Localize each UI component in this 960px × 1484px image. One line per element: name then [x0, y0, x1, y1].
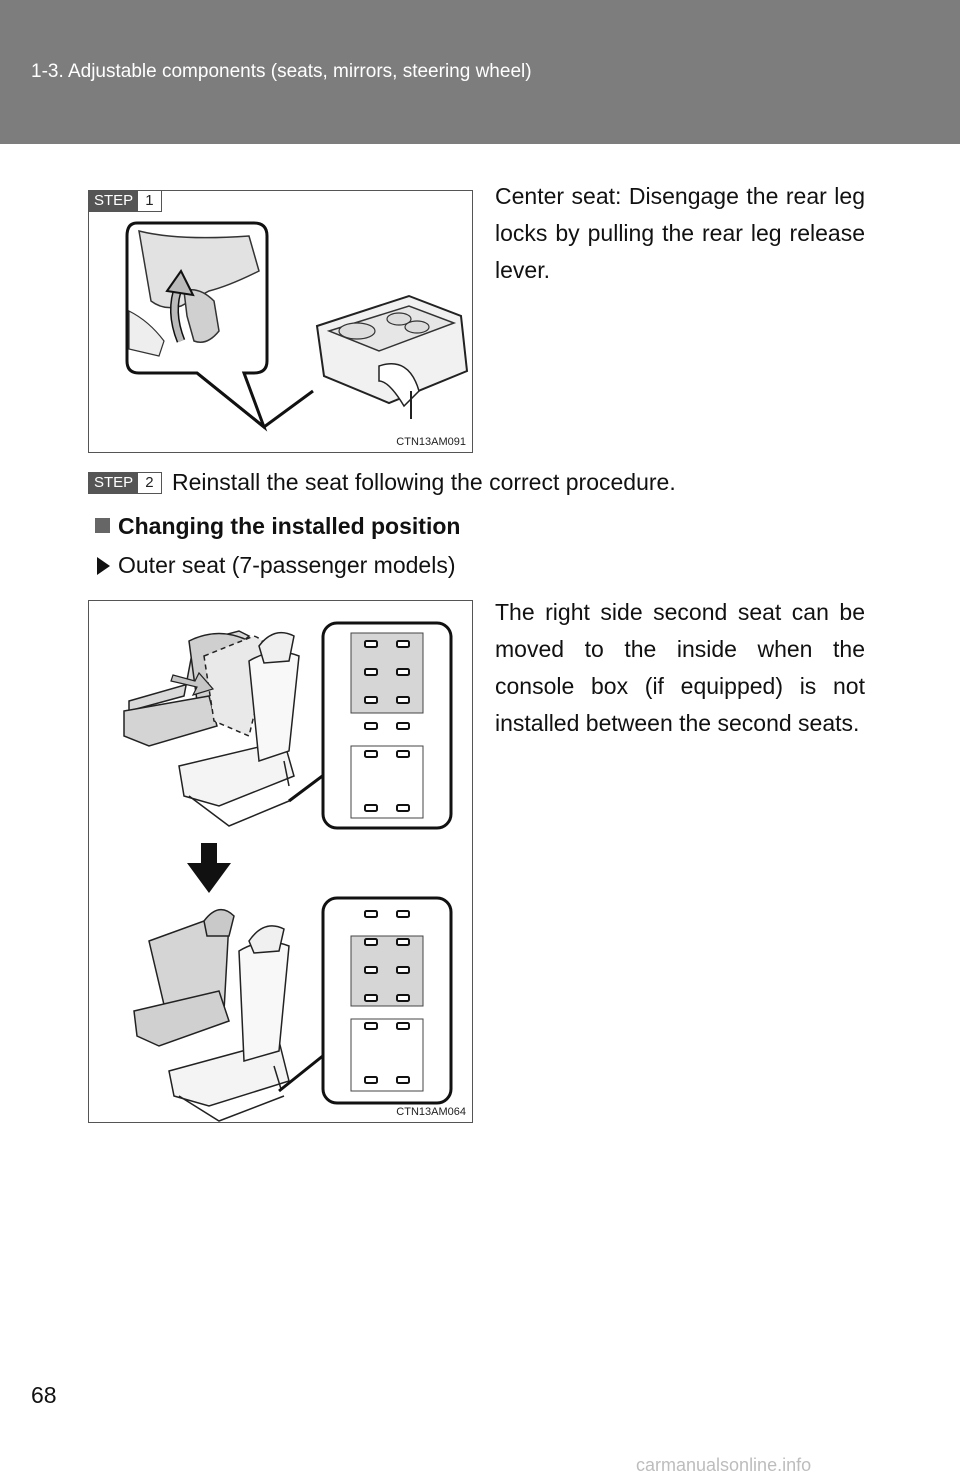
down-arrow-icon — [187, 843, 231, 893]
subheading: Outer seat (7-passenger models) — [97, 549, 456, 582]
step-2-instruction: Reinstall the seat following the correct… — [172, 469, 676, 495]
figure-code-1: CTN13AM091 — [396, 436, 466, 448]
pointer-triangle-icon — [97, 557, 110, 575]
step-1-badge: STEP 1 — [88, 190, 162, 212]
subheading-text: Outer seat (7-passenger models) — [118, 552, 456, 578]
watermark: carmanualsonline.info — [636, 1455, 812, 1475]
step-1-word: STEP — [89, 191, 139, 211]
section-heading: Changing the installed position — [95, 510, 460, 543]
step-1-instruction: Center seat: Disengage the rear leg lock… — [495, 183, 865, 283]
seat-lever-drawing — [125, 221, 469, 432]
section-square-icon — [95, 518, 110, 533]
seat-position-illustration: CTN13AM064 — [88, 600, 473, 1123]
seat-position-drawing — [123, 621, 453, 1122]
step-2-word: STEP — [89, 473, 139, 493]
step-2-number: 2 — [138, 473, 161, 493]
rear-leg-release-lever-illustration: CTN13AM091 — [88, 190, 473, 453]
page-header: 1-3. Adjustable components (seats, mirro… — [0, 0, 960, 144]
step-2-badge: STEP 2 — [88, 472, 162, 494]
step-1-number: 1 — [138, 191, 161, 211]
section-title: Changing the installed position — [118, 513, 461, 539]
seats-before — [123, 630, 300, 827]
seats-after — [133, 908, 290, 1122]
header-title: 1-3. Adjustable components (seats, mirro… — [31, 61, 532, 82]
figure-code-2: CTN13AM064 — [396, 1106, 466, 1118]
page-number: 68 — [31, 1382, 57, 1408]
section-description: The right side second seat can be moved … — [495, 599, 865, 736]
